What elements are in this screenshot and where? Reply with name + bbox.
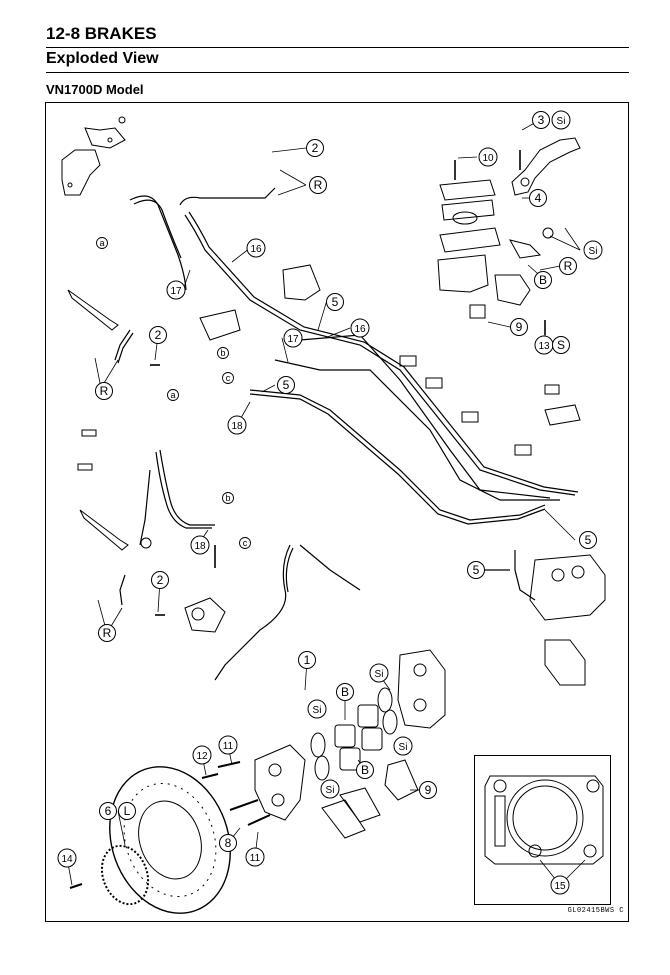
brake-hoses (114, 187, 579, 681)
caliper-pistons-and-seals (310, 687, 398, 781)
brake-disc (100, 766, 231, 914)
brake-pads (321, 759, 419, 839)
abs-hydraulic-unit (529, 554, 606, 686)
upper-hose-bracket (61, 116, 126, 196)
brake-caliper (254, 649, 446, 821)
abs-unit-bottom-view (484, 775, 604, 865)
subtitle-rule (46, 72, 629, 73)
master-cylinder (437, 179, 554, 319)
diagram-frame (45, 102, 629, 922)
wheel-speed-sensor (184, 597, 226, 633)
brake-lever (511, 137, 581, 196)
left-bracket (67, 289, 152, 551)
inset-detail-box (474, 755, 611, 905)
hose-clips (77, 355, 581, 471)
header-rule (46, 47, 629, 48)
page-subtitle: Exploded View (46, 50, 159, 67)
figure-reference-code: GL02415BWS C (567, 907, 624, 915)
page-section-title: 12-8 BRAKES (46, 24, 157, 43)
model-heading: VN1700D Model (46, 82, 144, 97)
bolts (69, 150, 546, 889)
center-bracket (199, 264, 321, 341)
